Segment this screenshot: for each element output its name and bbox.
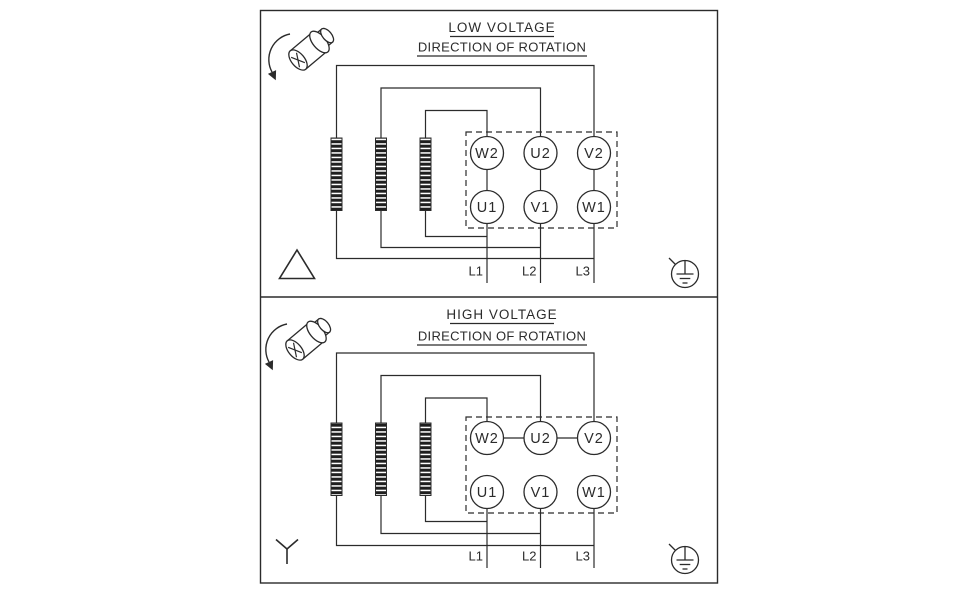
terminal-label: U1 bbox=[477, 200, 498, 216]
terminal-circle bbox=[523, 420, 558, 456]
terminal-label: V2 bbox=[584, 146, 604, 162]
winding-wire-outer bbox=[335, 352, 595, 547]
terminal-label: V2 bbox=[584, 431, 604, 447]
shaft-rotation-icon bbox=[267, 22, 340, 81]
shaft-rotation-icon bbox=[264, 312, 337, 371]
winding-wire-outer bbox=[335, 64, 595, 260]
lead-label: L3 bbox=[576, 549, 590, 564]
winding-wire-inner bbox=[424, 109, 488, 238]
winding-bar bbox=[330, 422, 343, 496]
terminal-circle bbox=[469, 135, 505, 171]
high-voltage-title: HIGH VOLTAGE bbox=[446, 307, 557, 322]
terminal-label: V1 bbox=[531, 485, 551, 501]
low-voltage-title: LOW VOLTAGE bbox=[448, 20, 555, 35]
winding-bar bbox=[419, 137, 432, 211]
low-voltage-panel: LOW VOLTAGE DIRECTION OF ROTATION W2 U2 … bbox=[267, 20, 700, 289]
high-voltage-panel: HIGH VOLTAGE DIRECTION OF ROTATION W2 U2… bbox=[264, 307, 700, 575]
terminal-board-outline bbox=[465, 131, 618, 229]
terminal-circle bbox=[469, 474, 505, 510]
terminal-circle bbox=[576, 135, 612, 171]
terminal-circle bbox=[469, 420, 505, 456]
delta-symbol-icon bbox=[278, 248, 316, 280]
terminal-label: W2 bbox=[475, 431, 499, 447]
terminal-circle bbox=[576, 474, 612, 510]
terminal-label: V1 bbox=[531, 200, 551, 216]
high-voltage-subtitle: DIRECTION OF ROTATION bbox=[418, 329, 586, 344]
winding-bar bbox=[330, 137, 343, 211]
terminal-circle bbox=[576, 420, 612, 456]
terminal-circle bbox=[523, 474, 558, 510]
winding-wire-middle bbox=[380, 374, 542, 535]
lead-label: L1 bbox=[469, 549, 483, 564]
terminal-circle bbox=[523, 135, 558, 171]
winding-bar bbox=[419, 422, 432, 496]
winding-bar bbox=[375, 422, 387, 496]
ground-earth-icon bbox=[668, 543, 700, 575]
terminal-label: U2 bbox=[530, 431, 551, 447]
terminal-label: U1 bbox=[477, 485, 498, 501]
terminal-circle bbox=[576, 189, 612, 225]
lead-label: L1 bbox=[469, 264, 483, 279]
terminal-circle bbox=[523, 189, 558, 225]
lead-label: L3 bbox=[576, 264, 590, 279]
terminal-label: W2 bbox=[475, 146, 499, 162]
terminal-label: U2 bbox=[530, 146, 551, 162]
winding-wire-inner bbox=[424, 397, 488, 523]
low-voltage-subtitle: DIRECTION OF ROTATION bbox=[418, 40, 586, 55]
winding-bar bbox=[375, 137, 387, 211]
terminal-label: W1 bbox=[582, 200, 606, 216]
terminal-board-outline bbox=[465, 416, 618, 514]
winding-wire-middle bbox=[380, 87, 542, 249]
lead-label: L2 bbox=[522, 549, 536, 564]
wye-symbol-icon bbox=[275, 538, 299, 564]
terminal-circle bbox=[469, 189, 505, 225]
lead-label: L2 bbox=[522, 264, 536, 279]
terminal-label: W1 bbox=[582, 485, 606, 501]
ground-earth-icon bbox=[668, 257, 700, 289]
